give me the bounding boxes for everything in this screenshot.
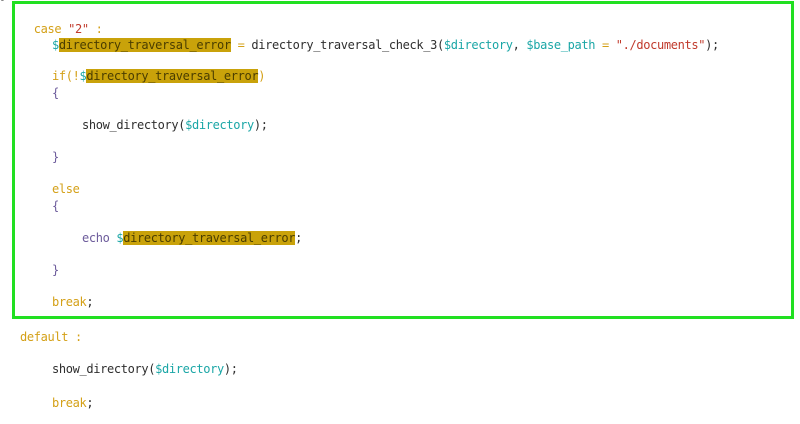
open-brace: { [52, 199, 59, 213]
code-line-show-directory: show_directory($directory); [82, 117, 268, 133]
search-match-error-var[interactable]: directory_traversal_error [123, 231, 296, 245]
comma: , [512, 38, 527, 52]
case-value: "2" [68, 22, 89, 36]
break-keyword: break [52, 396, 87, 410]
call-end: ); [223, 362, 238, 376]
code-line-assignment: $directory_traversal_error = directory_t… [52, 37, 719, 53]
call-end: ); [253, 118, 268, 132]
echo-keyword: echo [82, 231, 117, 245]
directory-var: $directory [185, 118, 254, 132]
semicolon: ; [86, 396, 94, 410]
show-directory-call: show_directory( [52, 362, 156, 376]
documents-string: "./documents" [615, 38, 706, 52]
close-paren-semicolon: ); [705, 38, 719, 52]
open-brace: { [52, 86, 59, 100]
code-line-case-2: case "2" : [20, 5, 103, 36]
semicolon: ; [86, 295, 94, 309]
code-line-show-directory-default: show_directory($directory); [52, 361, 238, 377]
assign-operator: = [230, 38, 252, 52]
dollar-sign: $ [79, 69, 87, 83]
code-line-break: break; [52, 294, 94, 310]
equals-operator: = [595, 38, 616, 52]
semicolon: ; [295, 231, 302, 245]
close-brace: } [52, 263, 59, 277]
editor-corner-mark: ¯ [0, 0, 5, 8]
search-match-error-var[interactable]: directory_traversal_error [86, 69, 259, 83]
show-directory-call: show_directory( [82, 118, 186, 132]
break-keyword: break [52, 295, 87, 309]
case-keyword: case [33, 22, 62, 36]
search-match-error-var[interactable]: directory_traversal_error [58, 38, 231, 52]
case-colon: : [88, 22, 103, 36]
directory-var: $directory [443, 38, 513, 52]
dollar-sign: $ [52, 38, 59, 52]
base-path-var: $base_path [526, 38, 596, 52]
code-line-if: if(!$directory_traversal_error) [52, 68, 265, 84]
if-close-paren: ) [258, 69, 266, 83]
directory-var: $directory [155, 362, 224, 376]
dollar-sign: $ [116, 231, 124, 245]
code-line-default: default : [20, 330, 82, 344]
check-function-call: directory_traversal_check_3( [251, 38, 444, 52]
if-keyword: if(! [52, 69, 80, 83]
close-brace: } [52, 150, 59, 164]
code-line-break-default: break; [52, 395, 94, 411]
selection-highlight-box [12, 1, 794, 319]
code-line-echo: echo $directory_traversal_error; [82, 230, 302, 246]
else-keyword: else [52, 182, 80, 196]
